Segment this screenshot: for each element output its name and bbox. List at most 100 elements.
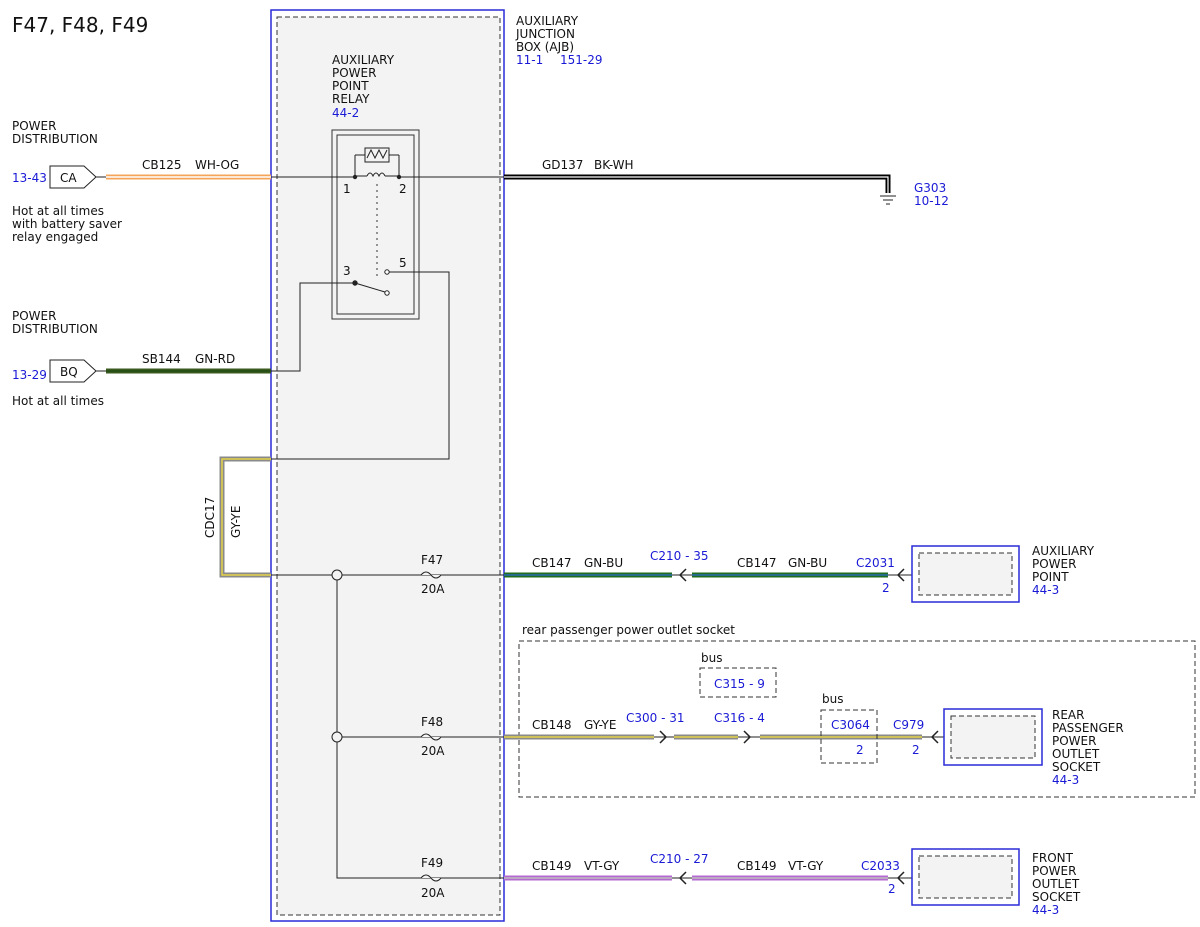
wire-cb147a-circuit: CB147 bbox=[532, 556, 572, 570]
relay-label: AUXILIARY POWER POINT RELAY 44-2 bbox=[332, 53, 395, 120]
wire-cb149b-circuit: CB149 bbox=[737, 859, 777, 873]
pd1-note-line: relay engaged bbox=[12, 230, 98, 244]
connector-c979: C979 bbox=[893, 718, 924, 732]
wire-sb144-circuit: SB144 bbox=[142, 352, 181, 366]
wire-cb125-color: WH-OG bbox=[195, 158, 239, 172]
pd1-note-line: with battery saver bbox=[12, 217, 122, 231]
relay-pin-1: 1 bbox=[343, 182, 351, 196]
pd2-label-line: DISTRIBUTION bbox=[12, 322, 98, 336]
device-rear-label-line: POWER bbox=[1052, 734, 1096, 748]
connector-ca-label: CA bbox=[60, 171, 77, 185]
wire-gd137-color: BK-WH bbox=[594, 158, 634, 172]
bus-vertical bbox=[336, 575, 504, 879]
ajb-ref: 151-29 bbox=[560, 53, 603, 67]
ajb-label: AUXILIARY JUNCTION BOX (AJB) 11-1 151-29 bbox=[515, 14, 603, 67]
ajb-ref: 11-1 bbox=[516, 53, 543, 67]
ajb-outline bbox=[270, 9, 505, 922]
device-rear-label-line: OUTLET bbox=[1052, 747, 1100, 761]
connector-bq-label: BQ bbox=[60, 365, 78, 379]
wire-cdc17-color: GY-YE bbox=[229, 506, 243, 538]
device-rear-label-line: PASSENGER bbox=[1052, 721, 1124, 735]
wire-cb148-color: GY-YE bbox=[584, 718, 616, 732]
rear-group-label: rear passenger power outlet socket bbox=[522, 623, 735, 637]
relay-label-line: RELAY bbox=[332, 92, 370, 106]
pd2-ref: 13-29 bbox=[12, 368, 47, 382]
connector-c300-31: C300 - 31 bbox=[626, 711, 685, 725]
device-rear-outlet-inner bbox=[950, 715, 1036, 759]
connector-c315-9: C315 - 9 bbox=[714, 677, 765, 691]
ajb-label-line: BOX (AJB) bbox=[516, 40, 574, 54]
ground-ref: 10-12 bbox=[914, 194, 949, 208]
device-aux-label-line: POINT bbox=[1032, 570, 1069, 584]
relay-coil-icon bbox=[354, 147, 400, 178]
device-front-outlet-inner bbox=[918, 855, 1013, 899]
relay-pin-5: 5 bbox=[399, 256, 407, 270]
wire-cb149a-circuit: CB149 bbox=[532, 859, 572, 873]
device-aux-label-line: AUXILIARY bbox=[1032, 544, 1095, 558]
ground-name: G303 bbox=[914, 181, 946, 195]
wire-cb125-circuit: CB125 bbox=[142, 158, 182, 172]
ajb-label-line: JUNCTION bbox=[515, 27, 575, 41]
power-distribution-2: POWER DISTRIBUTION 13-29 BQ Hot at all t… bbox=[12, 309, 104, 408]
wire-relay-common bbox=[271, 282, 355, 372]
wire-cb147b-circuit: CB147 bbox=[737, 556, 777, 570]
relay-label-line: AUXILIARY bbox=[332, 53, 395, 67]
wire-cb147b-color: GN-BU bbox=[788, 556, 827, 570]
fuse-f49-name: F49 bbox=[421, 856, 443, 870]
device-front-label-line: FRONT bbox=[1032, 851, 1074, 865]
device-front-label-line: POWER bbox=[1032, 864, 1076, 878]
fuse-f47-name: F47 bbox=[421, 553, 443, 567]
device-aux-power-point-inner bbox=[918, 552, 1013, 596]
pd1-note-line: Hot at all times bbox=[12, 204, 104, 218]
rear-group-outline bbox=[518, 640, 1196, 798]
connector-bq-shape bbox=[49, 359, 97, 383]
pd2-label-line: POWER bbox=[12, 309, 56, 323]
splice-f48 bbox=[331, 731, 343, 743]
relay-label-line: POINT bbox=[332, 79, 369, 93]
device-front-label-line: SOCKET bbox=[1032, 890, 1081, 904]
page-title: F47, F48, F49 bbox=[12, 13, 148, 37]
pd1-label-line: DISTRIBUTION bbox=[12, 132, 98, 146]
ground-icon bbox=[880, 195, 896, 205]
relay-pin-1-node bbox=[352, 174, 358, 180]
splice-f47 bbox=[331, 569, 343, 581]
connector-c2031: C2031 bbox=[856, 556, 895, 570]
fuse-f48-icon bbox=[420, 733, 442, 741]
device-front-label-line: OUTLET bbox=[1032, 877, 1080, 891]
fuse-f48-rating: 20A bbox=[421, 744, 445, 758]
wire-cb149a-color: VT-GY bbox=[584, 859, 620, 873]
wire-cdc17-circuit: CDC17 bbox=[203, 497, 217, 538]
relay-ref: 44-2 bbox=[332, 106, 359, 120]
device-rear-label-line: SOCKET bbox=[1052, 760, 1101, 774]
device-front-ref: 44-3 bbox=[1032, 903, 1059, 917]
fuse-f48-name: F48 bbox=[421, 715, 443, 729]
ajb-label-line: AUXILIARY bbox=[516, 14, 579, 28]
connector-ca-shape bbox=[49, 165, 97, 189]
device-aux-ref: 44-3 bbox=[1032, 583, 1059, 597]
connector-c210-35: C210 - 35 bbox=[650, 549, 709, 563]
power-distribution-1: POWER DISTRIBUTION 13-43 CA Hot at all t… bbox=[12, 119, 122, 244]
connector-c2033: C2033 bbox=[861, 859, 900, 873]
relay-inner bbox=[336, 134, 415, 315]
connector-c3064: C3064 bbox=[831, 718, 870, 732]
relay-label-line: POWER bbox=[332, 66, 376, 80]
wire-cb148-circuit: CB148 bbox=[532, 718, 572, 732]
bus-label-c315: bus bbox=[701, 651, 722, 665]
fuse-f47-rating: 20A bbox=[421, 582, 445, 596]
fuse-f47-icon bbox=[420, 571, 442, 579]
relay-pin-2: 2 bbox=[399, 182, 407, 196]
device-rear-ref: 44-3 bbox=[1052, 773, 1079, 787]
fuse-f49-rating: 20A bbox=[421, 886, 445, 900]
pd1-ref: 13-43 bbox=[12, 171, 47, 185]
wire-gd137-circuit: GD137 bbox=[542, 158, 583, 172]
pd2-note-line: Hot at all times bbox=[12, 394, 104, 408]
connector-c3064-pin: 2 bbox=[856, 743, 864, 757]
bus-label-c3064: bus bbox=[822, 692, 843, 706]
pd1-label-line: POWER bbox=[12, 119, 56, 133]
relay-pin-3: 3 bbox=[343, 264, 351, 278]
connector-c979-pin: 2 bbox=[912, 743, 920, 757]
wire-cb147a-color: GN-BU bbox=[584, 556, 623, 570]
connector-c2031-pin: 2 bbox=[882, 581, 890, 595]
device-aux-label-line: POWER bbox=[1032, 557, 1076, 571]
